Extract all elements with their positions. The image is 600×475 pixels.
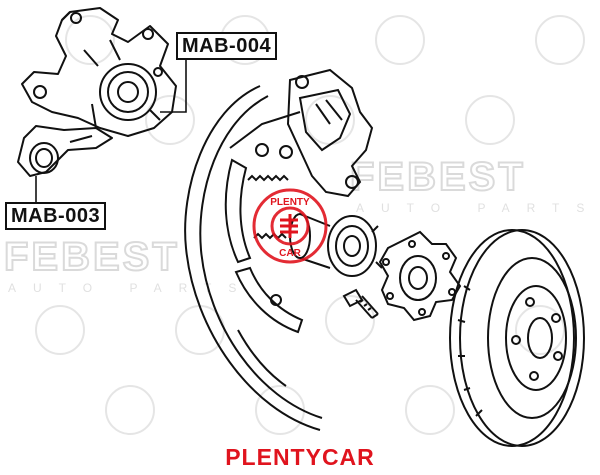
stamp-top-text: PLENTY bbox=[270, 197, 310, 208]
stamp-outer-ring bbox=[252, 188, 328, 264]
watermark-brand-right: FEBEST bbox=[350, 155, 526, 199]
stamp-inner-ring bbox=[270, 206, 310, 246]
steering-knuckle-drawing bbox=[17, 7, 177, 177]
watermark-tagline-right: AUTO PARTS bbox=[356, 201, 600, 215]
watermark-tagline-left: AUTO PARTS bbox=[8, 281, 253, 295]
wheel-hub-flange-drawing bbox=[378, 230, 462, 322]
part-label-mab-003: MAB-003 bbox=[5, 202, 107, 230]
plentycar-footer: PLENTYCAR bbox=[225, 444, 375, 470]
hub-bearing-drawing bbox=[289, 213, 383, 277]
brake-backing-plate-drawing bbox=[184, 85, 323, 431]
watermark-brand-left: FEBEST bbox=[4, 235, 180, 279]
part-label-mab-004: MAB-004 bbox=[176, 32, 278, 60]
stamp-mark bbox=[280, 214, 298, 238]
wheel-stud-drawing bbox=[342, 288, 379, 319]
brake-caliper-drawing bbox=[286, 68, 374, 198]
brake-disc-drawing bbox=[449, 229, 585, 447]
watermark-pattern bbox=[35, 15, 585, 435]
stamp-bottom-text: CAR bbox=[279, 248, 301, 259]
leader-lines bbox=[35, 56, 187, 202]
plentycar-stamp: PLENTY CAR bbox=[252, 188, 328, 264]
